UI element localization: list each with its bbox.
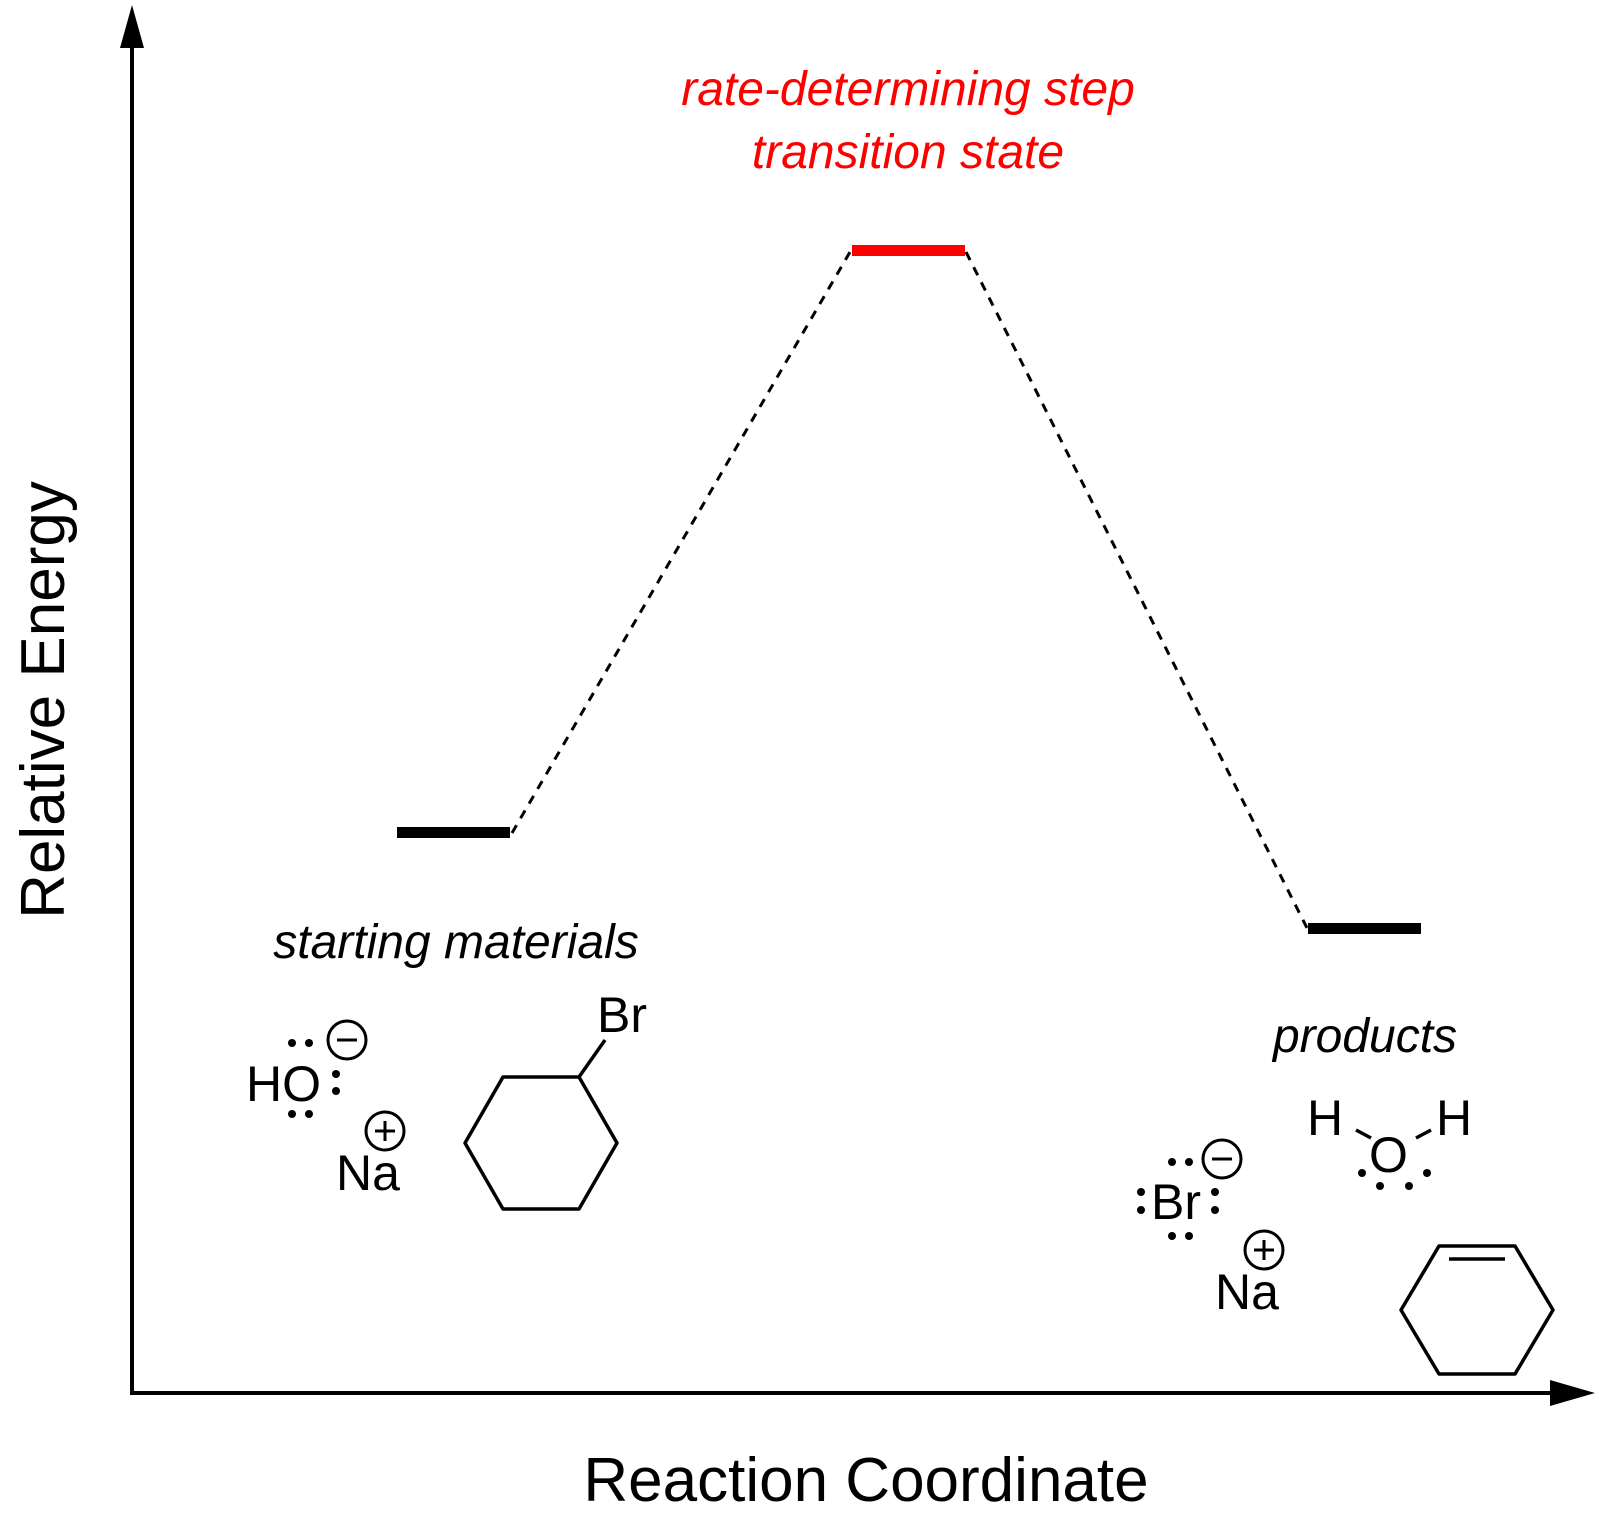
- negative-charge-icon: [326, 1019, 368, 1061]
- path-segment-falling: [964, 251, 1310, 931]
- lone-pair-dot: [1423, 1169, 1431, 1177]
- path-segment-rising: [510, 251, 852, 834]
- sodium-text: Na: [336, 1145, 400, 1201]
- energy-levels: [397, 245, 1421, 934]
- bromide-text: Br: [1151, 1174, 1201, 1230]
- y-axis-label: Relative Energy: [9, 481, 78, 919]
- water-h-right: H: [1436, 1090, 1472, 1146]
- o-h-bond-right: [1415, 1128, 1432, 1140]
- lone-pair-dot: [1137, 1188, 1145, 1196]
- o-h-bond-left: [1355, 1128, 1372, 1140]
- positive-charge-icon: [364, 1110, 406, 1152]
- cyclohexene-structure: [1399, 1244, 1555, 1376]
- lone-pair-dot: [1405, 1182, 1413, 1190]
- ts-label-line2: transition state: [752, 126, 1064, 179]
- bromocyclohexane-structure: Br: [463, 987, 647, 1211]
- lone-pair-dot: [1185, 1232, 1193, 1240]
- y-axis-arrowhead: [120, 5, 144, 48]
- lone-pair-dot: [305, 1110, 313, 1118]
- sodium-bromide-structure: Br Na: [1137, 1138, 1285, 1320]
- cyclohexane-ring: [463, 1075, 619, 1211]
- lone-pair-dot: [1137, 1206, 1145, 1214]
- lone-pair-dot: [1185, 1158, 1193, 1166]
- products-label: products: [1271, 1010, 1457, 1063]
- lone-pair-dot: [1211, 1188, 1219, 1196]
- product-sodium-text: Na: [1215, 1264, 1279, 1320]
- cyclohexene-ring: [1399, 1244, 1555, 1376]
- sodium-hydroxide-structure: HO Na: [246, 1019, 406, 1201]
- x-axis-label: Reaction Coordinate: [583, 1446, 1148, 1515]
- x-axis-arrowhead: [1550, 1380, 1595, 1406]
- lone-pair-dot: [1168, 1232, 1176, 1240]
- lone-pair-dot: [332, 1087, 340, 1095]
- lone-pair-dot: [1211, 1206, 1219, 1214]
- transition-state-level: [852, 245, 965, 256]
- lone-pair-dot: [332, 1070, 340, 1078]
- water-h-left: H: [1307, 1090, 1343, 1146]
- water-o: O: [1369, 1127, 1408, 1183]
- lone-pair-dot: [1376, 1182, 1384, 1190]
- reaction-path: [510, 251, 1310, 931]
- lone-pair-dot: [288, 1039, 296, 1047]
- positive-charge-icon: [1243, 1229, 1285, 1271]
- lone-pair-dot: [1358, 1169, 1366, 1177]
- hydroxide-text: HO: [246, 1056, 321, 1112]
- ts-label-line1: rate-determining step: [681, 63, 1135, 116]
- starting-materials-level: [397, 827, 510, 838]
- axes: [120, 5, 1595, 1406]
- c-br-bond: [577, 1038, 607, 1079]
- lone-pair-dot: [288, 1110, 296, 1118]
- lone-pair-dot: [1168, 1158, 1176, 1166]
- products-level: [1308, 923, 1421, 934]
- bromo-text: Br: [597, 987, 647, 1043]
- lone-pair-dot: [305, 1039, 313, 1047]
- starting-materials-label: starting materials: [273, 916, 638, 969]
- negative-charge-icon: [1201, 1138, 1243, 1180]
- water-structure: H O H: [1307, 1090, 1472, 1190]
